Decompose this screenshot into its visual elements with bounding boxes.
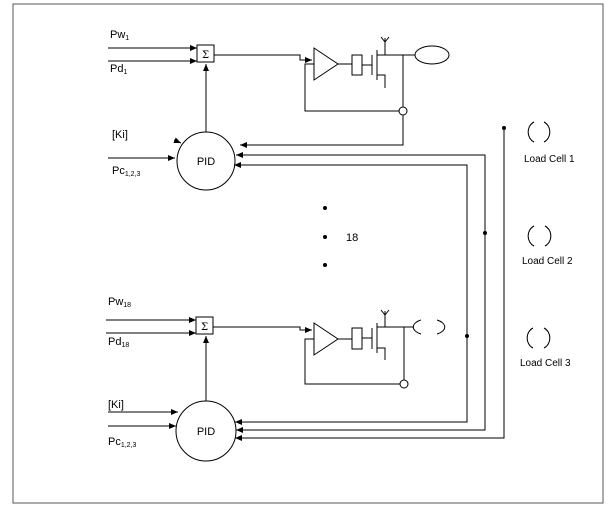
input-pw-top-label: Pw1 <box>110 29 129 42</box>
bus-loadcell3-to-pid-top <box>234 162 468 336</box>
input-pw-bottom-label: Pw18 <box>108 296 131 309</box>
gain-label-bottom: [Ki] <box>108 399 124 411</box>
feedback-to-amp-bottom <box>304 338 400 385</box>
control-input-bottom-label: Pc1,2,3 <box>108 436 137 449</box>
valve-source-bottom <box>377 347 386 360</box>
ellipsis-dot-2 <box>323 235 327 239</box>
channel-top: Pw1 Pd1 Σ PID <box>108 29 450 191</box>
antenna-top-icon <box>380 36 390 43</box>
load-cell-2-left-arc <box>527 225 535 247</box>
load-cell-3-label: Load Cell 3 <box>520 358 571 369</box>
valve-source-top <box>377 74 386 88</box>
control-input-top-label: Pc1,2,3 <box>112 165 141 178</box>
sensor-node-bottom <box>399 379 409 389</box>
summing-junction-top <box>196 44 215 63</box>
summing-symbol-top: Σ <box>202 50 209 61</box>
pid-label-bottom: PID <box>197 426 215 438</box>
output-oval-top <box>414 45 450 65</box>
junction-loadcell1 <box>502 126 506 130</box>
actuator-block-top <box>351 54 363 76</box>
channel-count-label: 18 <box>346 232 358 244</box>
load-cell-3-right-arc <box>543 327 551 349</box>
input-pd-top-label: Pd1 <box>110 63 127 76</box>
sum-to-amplifier-top <box>214 54 312 63</box>
channel-bottom: Pw18 Pd18 Σ PID [Ki] Pc1,2,3 <box>106 296 446 462</box>
input-pd-bottom-label: Pd18 <box>108 336 129 349</box>
load-cell-3: Load Cell 3 <box>520 327 571 369</box>
load-cell-1-right-arc <box>543 121 551 143</box>
amplifier-top <box>313 47 339 81</box>
sensor-node-top <box>398 106 408 116</box>
junction-loadcell2 <box>483 231 487 235</box>
bus-loadcell2-to-pid-top <box>236 152 486 233</box>
load-cell-2-right-arc <box>544 225 552 247</box>
summing-junction-bottom <box>195 316 214 335</box>
gain-arrow-top <box>173 137 182 144</box>
load-cell-2-label: Load Cell 2 <box>522 256 573 267</box>
sum-to-amplifier-bottom <box>213 326 312 333</box>
gain-label-top: [Ki] <box>112 129 128 141</box>
load-cell-2: Load Cell 2 <box>522 225 573 267</box>
amplifier-bottom <box>313 322 339 356</box>
junction-loadcell3 <box>465 334 469 338</box>
load-cell-1-left-arc <box>527 121 535 143</box>
actuator-block-bottom <box>351 327 363 350</box>
sensor-to-pid-top <box>240 115 404 148</box>
diagram-frame <box>12 3 604 504</box>
bus-loadcell3-to-pid-bottom <box>235 336 468 425</box>
load-cell-3-left-arc <box>526 327 534 349</box>
bus-loadcell1-to-pid-bottom <box>235 128 505 441</box>
output-oval-bottom-right <box>436 319 446 335</box>
load-cell-1-label: Load Cell 1 <box>524 154 575 165</box>
load-cell-1: Load Cell 1 <box>524 121 575 165</box>
summing-symbol-bottom: Σ <box>201 322 208 333</box>
ellipsis-dot-1 <box>323 206 327 210</box>
pid-label-top: PID <box>197 156 215 168</box>
ellipsis-dot-3 <box>323 263 327 267</box>
output-oval-bottom-left <box>412 319 422 335</box>
bus-loadcell2-to-pid-bottom <box>236 233 486 433</box>
feedback-to-amp-top <box>304 63 399 112</box>
antenna-bottom-icon <box>380 309 390 316</box>
